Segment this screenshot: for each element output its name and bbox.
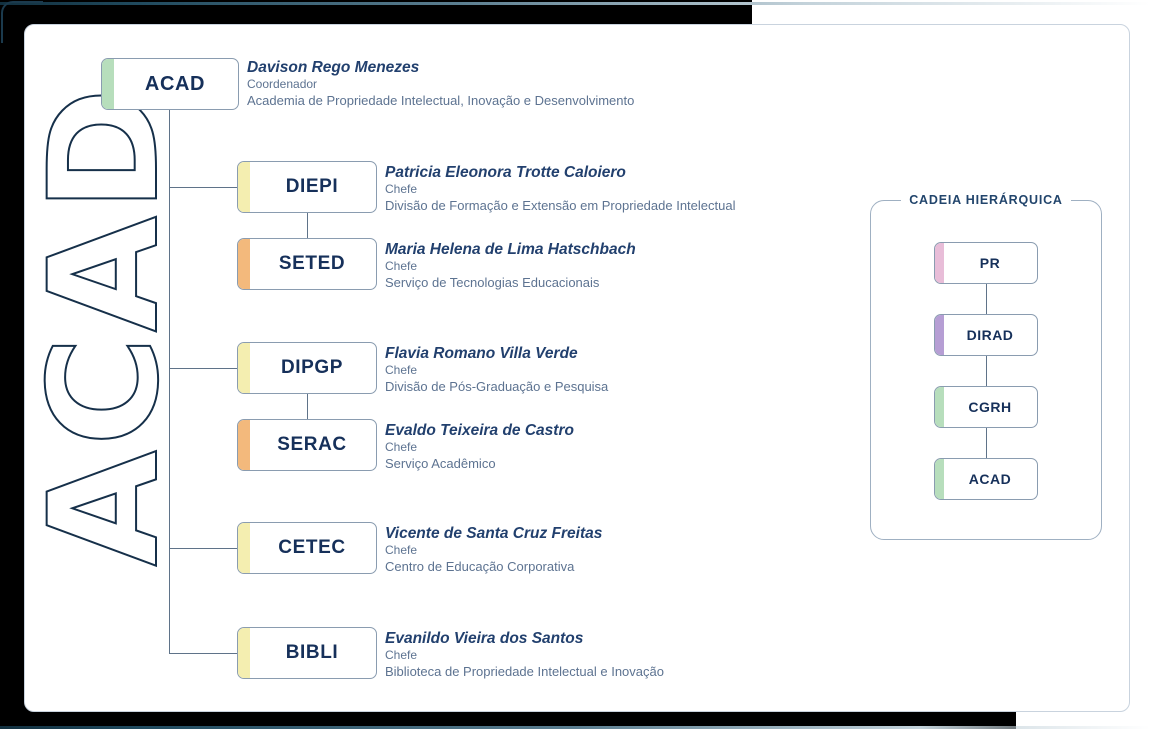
chain-connector-dirad-cgrh — [986, 356, 987, 386]
connector-branch-bibli — [169, 653, 237, 654]
connector-dipgp-serac — [307, 394, 308, 419]
unit-name: Divisão de Pós-Graduação e Pesquisa — [385, 379, 609, 394]
accent-bar-pr — [935, 243, 944, 283]
org-node-code: DIEPI — [285, 176, 339, 197]
org-node-code: SETED — [278, 253, 346, 274]
chain-node-code: ACAD — [968, 471, 1012, 487]
connector-trunk — [169, 110, 170, 653]
chain-node-dirad[interactable]: DIRAD — [934, 314, 1038, 356]
org-info-acad: Davison Rego Menezes Coordenador Academi… — [247, 58, 634, 109]
unit-name: Divisão de Formação e Extensão em Propri… — [385, 198, 736, 213]
accent-bar-cetec — [238, 523, 250, 573]
person-name: Flavia Romano Villa Verde — [385, 345, 578, 362]
chain-node-pr[interactable]: PR — [934, 242, 1038, 284]
chain-node-cgrh[interactable]: CGRH — [934, 386, 1038, 428]
chain-node-code: DIRAD — [966, 327, 1014, 343]
org-node-acad[interactable]: ACAD — [101, 58, 239, 110]
org-node-serac[interactable]: SERAC — [237, 419, 377, 471]
hierarchy-chain-title-text: CADEIA HIERÁRQUICA — [901, 193, 1071, 207]
chain-node-acad[interactable]: ACAD — [934, 458, 1038, 500]
accent-bar-cgrh — [935, 387, 944, 427]
person-role: Chefe — [385, 648, 418, 662]
connector-branch-dipgp — [169, 368, 237, 369]
unit-name: Serviço de Tecnologias Educacionais — [385, 275, 600, 290]
person-name: Davison Rego Menezes — [247, 59, 420, 76]
org-node-cetec[interactable]: CETEC — [237, 522, 377, 574]
accent-bar-dipgp — [238, 343, 250, 393]
connector-branch-cetec — [169, 548, 237, 549]
person-name: Maria Helena de Lima Hatschbach — [385, 241, 636, 258]
chain-node-code: CGRH — [968, 399, 1012, 415]
unit-name: Academia de Propriedade Intelectual, Ino… — [247, 93, 635, 108]
org-node-dipgp[interactable]: DIPGP — [237, 342, 377, 394]
chain-connector-cgrh-acad — [986, 428, 987, 458]
org-node-code: ACAD — [144, 72, 206, 95]
accent-bar-acad — [102, 59, 114, 109]
org-node-code: BIBLI — [285, 642, 339, 663]
unit-name: Centro de Educação Corporativa — [385, 559, 575, 574]
person-name: Evanildo Vieira dos Santos — [385, 630, 584, 647]
connector-diepi-seted — [307, 213, 308, 238]
org-info-seted: Maria Helena de Lima Hatschbach Chefe Se… — [385, 240, 636, 291]
person-role: Chefe — [385, 363, 418, 377]
chain-connector-pr-dirad — [986, 284, 987, 314]
org-node-code: SERAC — [277, 434, 347, 455]
org-info-serac: Evaldo Teixeira de Castro Chefe Serviço … — [385, 421, 574, 472]
person-role: Chefe — [385, 182, 418, 196]
accent-bar-seted — [238, 239, 250, 289]
org-info-bibli: Evanildo Vieira dos Santos Chefe Bibliot… — [385, 629, 664, 680]
org-info-dipgp: Flavia Romano Villa Verde Chefe Divisão … — [385, 344, 608, 395]
accent-bar-serac — [238, 420, 250, 470]
org-node-diepi[interactable]: DIEPI — [237, 161, 377, 213]
org-node-code: DIPGP — [280, 357, 344, 378]
person-role: Chefe — [385, 259, 418, 273]
person-role: Chefe — [385, 543, 418, 557]
accent-bar-acad-chain — [935, 459, 944, 499]
accent-bar-bibli — [238, 628, 250, 678]
connector-branch-diepi — [169, 187, 237, 188]
person-name: Patricia Eleonora Trotte Caloiero — [385, 164, 626, 181]
unit-name: Biblioteca de Propriedade Intelectual e … — [385, 664, 664, 679]
person-role: Coordenador — [247, 77, 318, 91]
person-role: Chefe — [385, 440, 418, 454]
accent-bar-dirad — [935, 315, 944, 355]
person-name: Evaldo Teixeira de Castro — [385, 422, 574, 439]
org-info-diepi: Patricia Eleonora Trotte Caloiero Chefe … — [385, 163, 735, 214]
org-node-bibli[interactable]: BIBLI — [237, 627, 377, 679]
org-info-cetec: Vicente de Santa Cruz Freitas Chefe Cent… — [385, 524, 602, 575]
chain-node-code: PR — [979, 255, 1001, 271]
org-node-seted[interactable]: SETED — [237, 238, 377, 290]
person-name: Vicente de Santa Cruz Freitas — [385, 525, 603, 542]
accent-bar-diepi — [238, 162, 250, 212]
hierarchy-chain-title: CADEIA HIERÁRQUICA — [870, 193, 1102, 207]
unit-name: Serviço Acadêmico — [385, 456, 496, 471]
org-node-code: CETEC — [278, 537, 346, 558]
